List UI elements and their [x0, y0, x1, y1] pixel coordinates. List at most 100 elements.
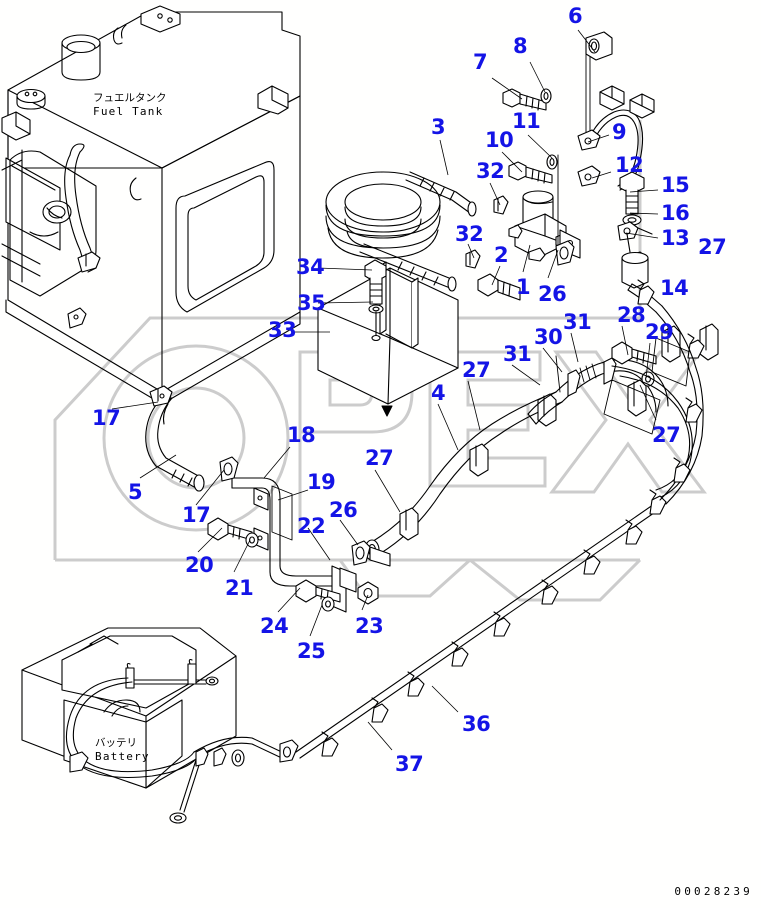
leader-line-8: [529, 61, 546, 93]
callout-24: 24: [260, 614, 289, 638]
callout-27: 27: [698, 235, 727, 259]
callout-16: 16: [661, 201, 690, 225]
callout-25: 25: [297, 639, 326, 663]
leader-line-29: [645, 342, 651, 379]
callout-12: 12: [615, 153, 644, 177]
leader-line-17: [195, 469, 225, 506]
leader-line-32: [467, 243, 475, 259]
leader-line-13: [625, 232, 659, 239]
callout-27: 27: [652, 423, 681, 447]
leader-line-34: [317, 267, 373, 271]
callout-11: 11: [512, 109, 541, 133]
drawing-id: 00028239: [674, 885, 753, 898]
callout-26: 26: [538, 282, 567, 306]
leader-line-5: [139, 454, 177, 479]
callout-6: 6: [568, 4, 583, 28]
callout-19: 19: [307, 470, 336, 494]
fuel-tank-caption: フュエルタンク Fuel Tank: [93, 92, 167, 118]
leader-line-26: [339, 519, 359, 546]
callout-17: 17: [92, 406, 121, 430]
callout-30: 30: [534, 325, 563, 349]
callout-4: 4: [431, 381, 446, 405]
fuel-tank-caption-jp: フュエルタンク: [93, 92, 167, 104]
leader-line-2: [491, 265, 501, 286]
main-fuel-pipe-4: [364, 391, 563, 561]
hose-30-31: [527, 323, 719, 501]
leader-line-27: [639, 384, 657, 421]
callout-27: 27: [462, 358, 491, 382]
fuel-tank-caption-en: Fuel Tank: [93, 105, 164, 118]
hose-5: [145, 385, 205, 492]
leader-line-23: [361, 594, 369, 611]
callout-32: 32: [476, 159, 505, 183]
callout-18: 18: [287, 423, 316, 447]
leader-line-7: [491, 77, 523, 100]
leader-line-27: [467, 380, 481, 431]
leader-line-20: [197, 527, 223, 553]
bolt-washer-group: [617, 171, 653, 289]
callout-31: 31: [503, 342, 532, 366]
leader-line-9: [587, 134, 610, 143]
callout-21: 21: [225, 576, 254, 600]
leader-line-36: [431, 685, 459, 713]
leader-line-27: [374, 469, 401, 513]
callout-5: 5: [128, 480, 143, 504]
leader-line-21: [233, 539, 251, 573]
leader-line-19: [277, 489, 309, 501]
leader-line-35: [317, 301, 374, 304]
callout-7: 7: [473, 50, 488, 74]
leader-line-32: [489, 182, 501, 206]
callout-32: 32: [455, 222, 484, 246]
callout-28: 28: [617, 303, 646, 327]
callout-23: 23: [355, 614, 384, 638]
fuel-tank-assembly: [1, 5, 301, 405]
callout-22: 22: [297, 514, 326, 538]
callout-14: 14: [660, 276, 689, 300]
leader-line-30: [542, 347, 563, 373]
callout-15: 15: [661, 173, 690, 197]
leader-line-31: [511, 364, 541, 386]
callout-27: 27: [365, 446, 394, 470]
leader-line-24: [277, 587, 301, 613]
battery-assembly: [21, 627, 299, 824]
leader-line-1: [522, 244, 531, 273]
leader-line-16: [629, 212, 659, 215]
leader-line-12: [591, 171, 612, 179]
leader-line-25: [309, 604, 323, 637]
battery-caption: バッテリ Battery: [95, 737, 150, 763]
callout-8: 8: [513, 34, 528, 58]
leader-line-31: [570, 332, 579, 363]
battery-caption-en: Battery: [95, 750, 150, 763]
leader-line-37: [367, 721, 393, 751]
callout-26: 26: [329, 498, 358, 522]
callout-31: 31: [563, 310, 592, 334]
coiled-hose-3: [325, 171, 477, 292]
fuel-pump-assembly: [465, 31, 655, 301]
leader-line-15: [629, 189, 659, 193]
callout-29: 29: [645, 320, 674, 344]
callout-17: 17: [182, 503, 211, 527]
callout-10: 10: [485, 128, 514, 152]
callout-3: 3: [431, 115, 446, 139]
leader-line-22: [307, 527, 331, 561]
callout-36: 36: [462, 712, 491, 736]
callout-20: 20: [185, 553, 214, 577]
leader-line-4: [437, 403, 459, 451]
leader-line-6: [577, 29, 596, 53]
battery-caption-jp: バッテリ: [95, 737, 137, 749]
leader-lines: [111, 29, 659, 751]
leader-line-18: [263, 446, 291, 479]
leader-line-17: [111, 401, 159, 410]
callout-37: 37: [395, 752, 424, 776]
callout-13: 13: [661, 226, 690, 250]
callout-2: 2: [494, 243, 509, 267]
pipe-bracket-group: [207, 456, 391, 613]
leader-line-26: [547, 249, 559, 279]
leader-line-10: [501, 151, 523, 173]
leader-line-11: [527, 134, 553, 159]
callout-34: 34: [296, 255, 325, 279]
wire-harness-36: [295, 279, 705, 759]
callout-33: 33: [268, 318, 297, 342]
